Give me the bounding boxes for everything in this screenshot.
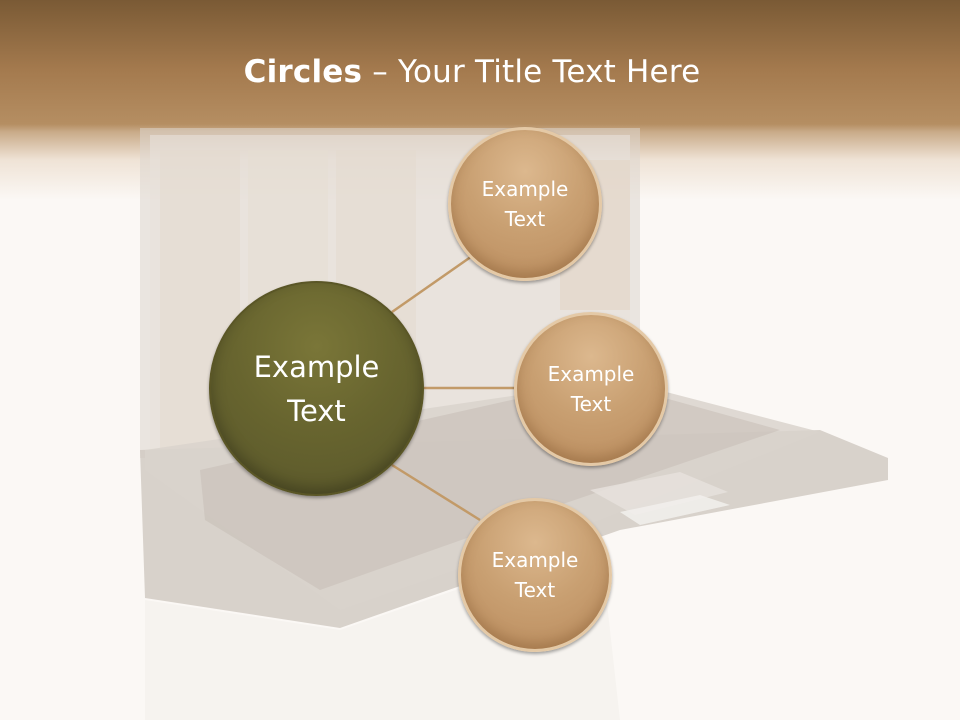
node-circle-2: Example Text [514, 312, 668, 466]
node-circle-3: Example Text [458, 498, 612, 652]
connector-to-node-1 [391, 252, 476, 314]
node-circle-label: Example Text [547, 362, 635, 416]
title-rest: – Your Title Text Here [362, 54, 701, 90]
node-circle-label: Example Text [491, 548, 579, 602]
center-circle-label: Example Text [253, 349, 380, 428]
node-circle-1: Example Text [448, 127, 602, 281]
center-circle: Example Text [209, 281, 424, 496]
slide-title: Circles – Your Title Text Here [0, 54, 944, 90]
connector-to-node-3 [391, 463, 481, 522]
node-circle-label: Example Text [481, 177, 569, 231]
title-bold: Circles [243, 54, 363, 90]
